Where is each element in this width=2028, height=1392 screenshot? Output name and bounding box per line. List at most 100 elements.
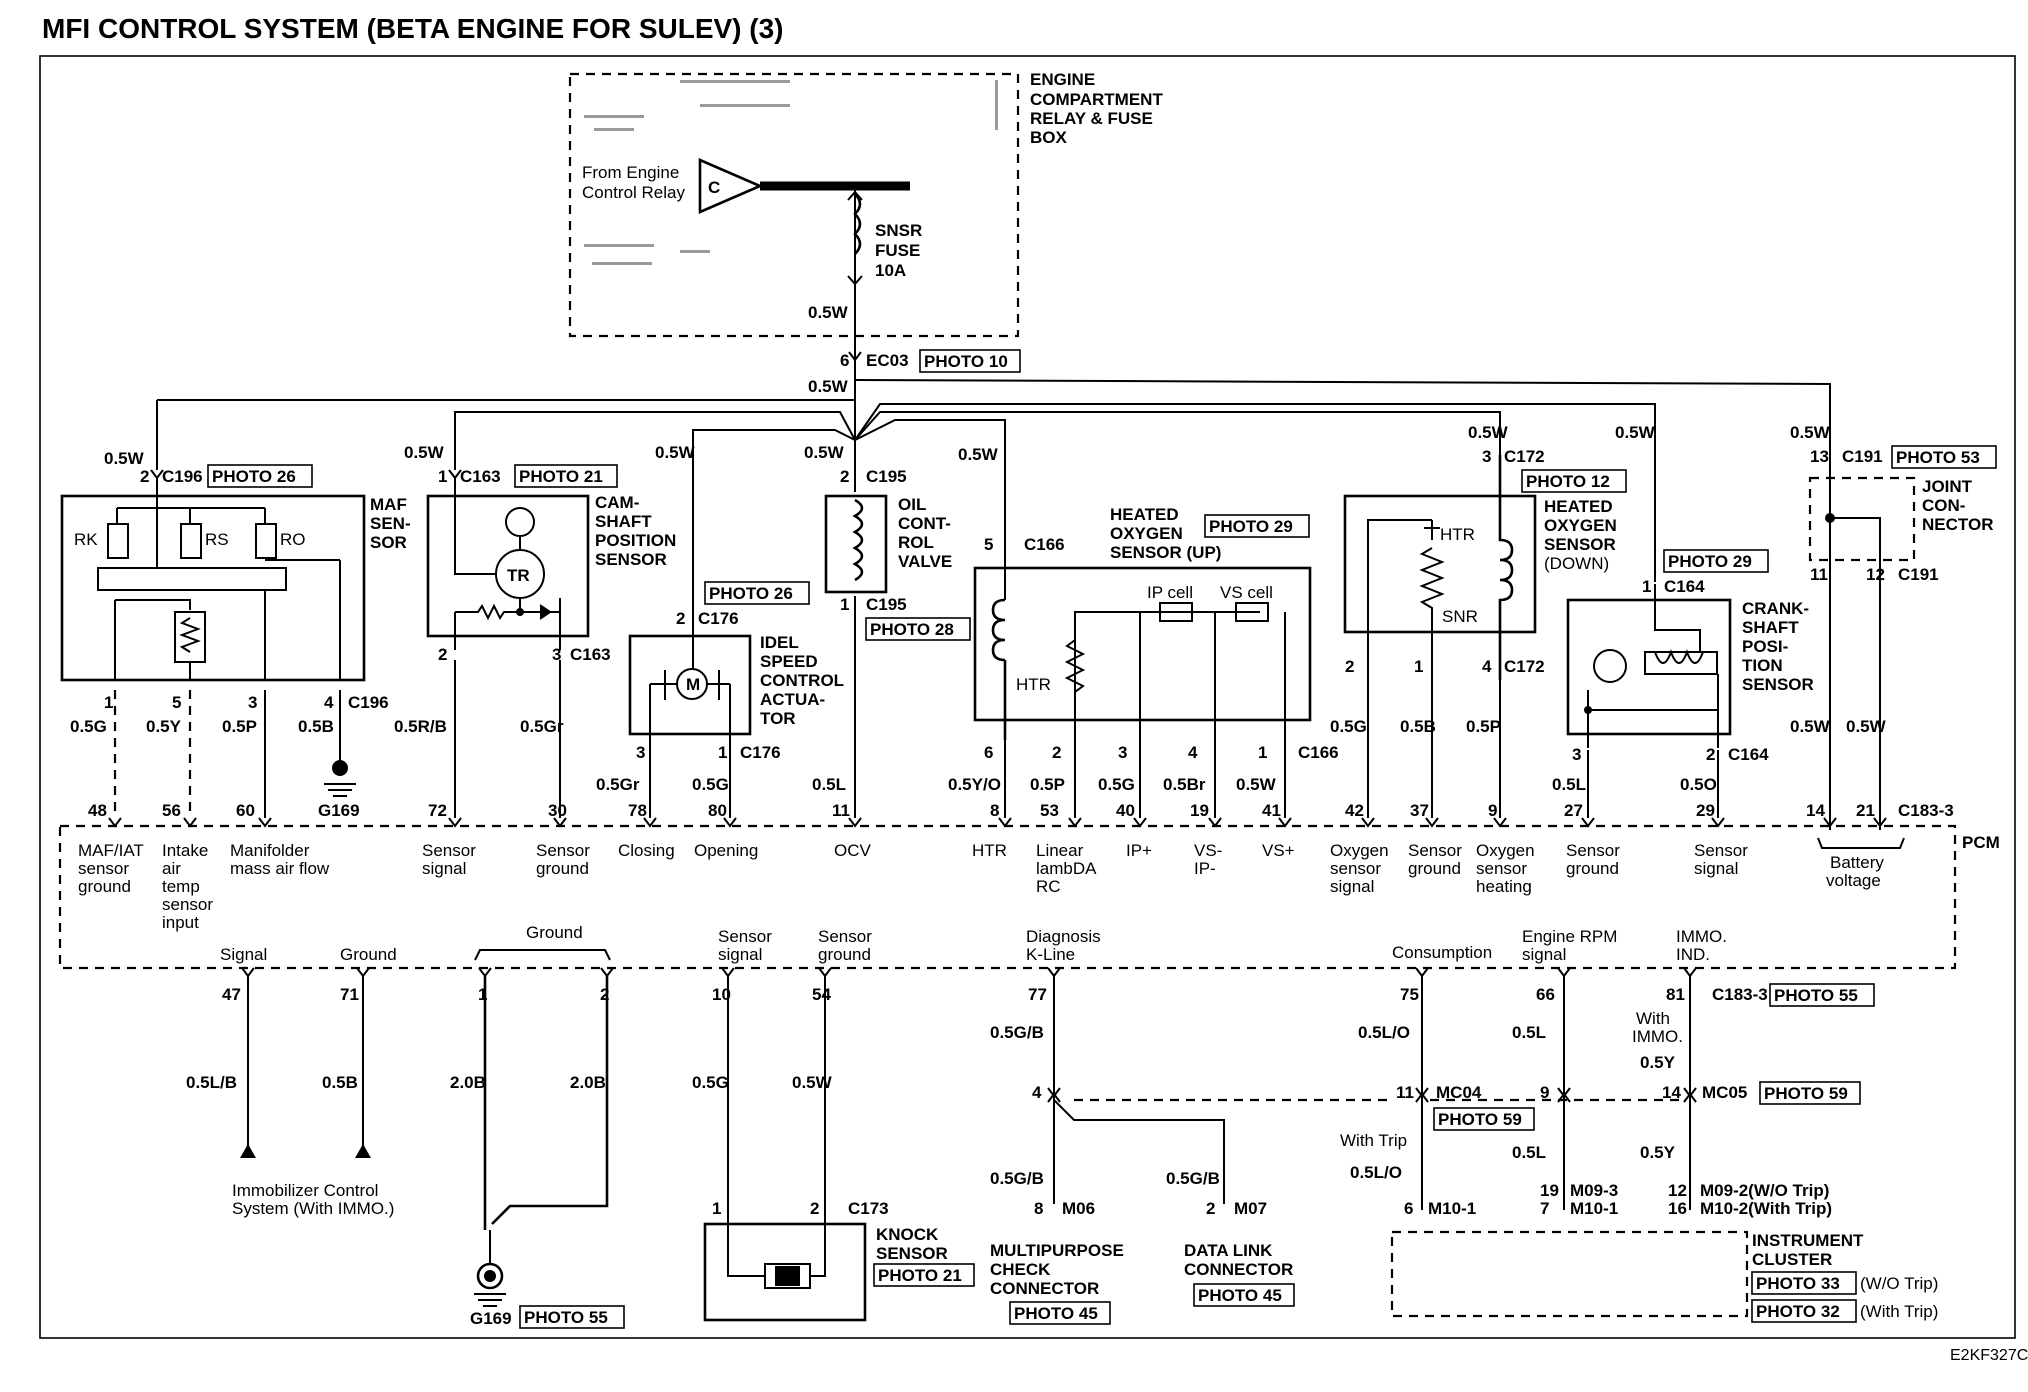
label: C164	[1728, 745, 1769, 764]
label: M	[686, 675, 700, 694]
label: signal	[1522, 945, 1566, 964]
label: 13	[1810, 447, 1829, 466]
label: C	[708, 178, 720, 197]
label: 0.5L/B	[186, 1073, 237, 1092]
label: ROL	[898, 533, 934, 552]
label: 0.5L/O	[1358, 1023, 1410, 1042]
label: HTR	[1440, 525, 1475, 544]
label: 0.5G	[692, 1073, 729, 1092]
label: ground	[536, 859, 589, 878]
label: 9	[1540, 1083, 1549, 1102]
label: PHOTO 26	[709, 584, 793, 603]
label: MC05	[1702, 1083, 1747, 1102]
label: 0.5W	[1846, 717, 1887, 736]
label: 1	[1414, 657, 1423, 676]
label: sensor	[162, 895, 213, 914]
label: Sensor	[422, 841, 476, 860]
label: OCV	[834, 841, 872, 860]
label: 4	[324, 693, 334, 712]
label: (DOWN)	[1544, 554, 1609, 573]
label: M10-1	[1428, 1199, 1476, 1218]
label: 0.5P	[1030, 775, 1065, 794]
label: SNSR	[875, 221, 922, 240]
label: signal	[1330, 877, 1374, 896]
label: SENSOR	[876, 1244, 948, 1263]
label: 3	[636, 743, 645, 762]
label: 42	[1345, 801, 1364, 820]
label: PHOTO 45	[1014, 1304, 1098, 1323]
label: Immobilizer Control	[232, 1181, 378, 1200]
label: 7	[1540, 1199, 1549, 1218]
label: 0.5B	[322, 1073, 358, 1092]
label: C173	[848, 1199, 889, 1218]
label: Sensor	[718, 927, 772, 946]
label: 2	[1706, 745, 1715, 764]
label: M10-1	[1570, 1199, 1618, 1218]
label: 1	[1258, 743, 1267, 762]
label: MULTIPURPOSE	[990, 1241, 1124, 1260]
label: 0.5W	[1236, 775, 1277, 794]
label: PHOTO 32	[1756, 1302, 1840, 1321]
label: OXYGEN	[1544, 516, 1617, 535]
crankshaft-position-sensor: 0.5W PHOTO 29 1 C164 CRANK- SHAFT POSI- …	[1552, 423, 1814, 818]
label: M09-2(W/O Trip)	[1700, 1181, 1829, 1200]
label: CAM-	[595, 493, 639, 512]
label: CLUSTER	[1752, 1250, 1832, 1269]
label: Sensor	[818, 927, 872, 946]
label: C183-3	[1712, 985, 1768, 1004]
label: 4	[1482, 657, 1492, 676]
ground-icon	[332, 760, 348, 776]
label: 0.5W	[1468, 423, 1509, 442]
label: 71	[340, 985, 359, 1004]
label: 0.5Y	[146, 717, 182, 736]
label: heating	[1476, 877, 1532, 896]
label: SPEED	[760, 652, 818, 671]
label: C176	[698, 609, 739, 628]
camshaft-position-sensor: 0.5W 1 C163 PHOTO 21 CAM- SHAFT POSITION…	[394, 443, 676, 818]
label: C196	[162, 467, 203, 486]
label: (With Trip)	[1860, 1302, 1938, 1321]
label: Ground	[340, 945, 397, 964]
label: 0.5W	[655, 443, 696, 462]
diagnosis-line: 0.5G/B 4 0.5G/B 0.5G/B 8 M06 2 M07 MULTI…	[990, 976, 1392, 1325]
label: CHECK	[990, 1260, 1051, 1279]
label: Battery	[1830, 853, 1884, 872]
label: 27	[1564, 801, 1583, 820]
label: SENSOR	[1742, 675, 1814, 694]
label: signal	[718, 945, 762, 964]
label: PHOTO 55	[1774, 986, 1858, 1005]
label: Sensor	[536, 841, 590, 860]
label: PHOTO 10	[924, 352, 1008, 371]
label: CRANK-	[1742, 599, 1809, 618]
label: input	[162, 913, 199, 932]
label: C195	[866, 467, 907, 486]
label: NECTOR	[1922, 515, 1993, 534]
label: 2	[810, 1199, 819, 1218]
label: C183-3	[1898, 801, 1954, 820]
label: 37	[1410, 801, 1429, 820]
immobilizer-wires: 0.5L/B 0.5B Immobilizer Control System (…	[186, 976, 394, 1218]
label: 16	[1668, 1199, 1687, 1218]
label: 8	[990, 801, 999, 820]
label: POSITION	[595, 531, 676, 550]
label: 2	[140, 467, 149, 486]
label: HEATED	[1544, 497, 1613, 516]
label: 1	[104, 693, 113, 712]
label: C191	[1898, 565, 1939, 584]
label: sensor	[1476, 859, 1527, 878]
label: 5	[984, 535, 993, 554]
label: C164	[1664, 577, 1705, 596]
label: 11	[1810, 565, 1828, 584]
label: 0.5W	[104, 449, 145, 468]
heated-oxygen-sensor-down: 0.5W 3 C172 PHOTO 12 HEATED OXYGEN SENSO…	[1330, 423, 1627, 818]
label: air	[162, 859, 181, 878]
label: With	[1636, 1009, 1670, 1028]
label: C166	[1298, 743, 1339, 762]
label: Linear	[1036, 841, 1084, 860]
label: 14	[1806, 801, 1825, 820]
label: 1	[712, 1199, 721, 1218]
label: K-Line	[1026, 945, 1075, 964]
label: 78	[628, 801, 647, 820]
label: 0.5B	[298, 717, 334, 736]
label: 10	[712, 985, 731, 1004]
